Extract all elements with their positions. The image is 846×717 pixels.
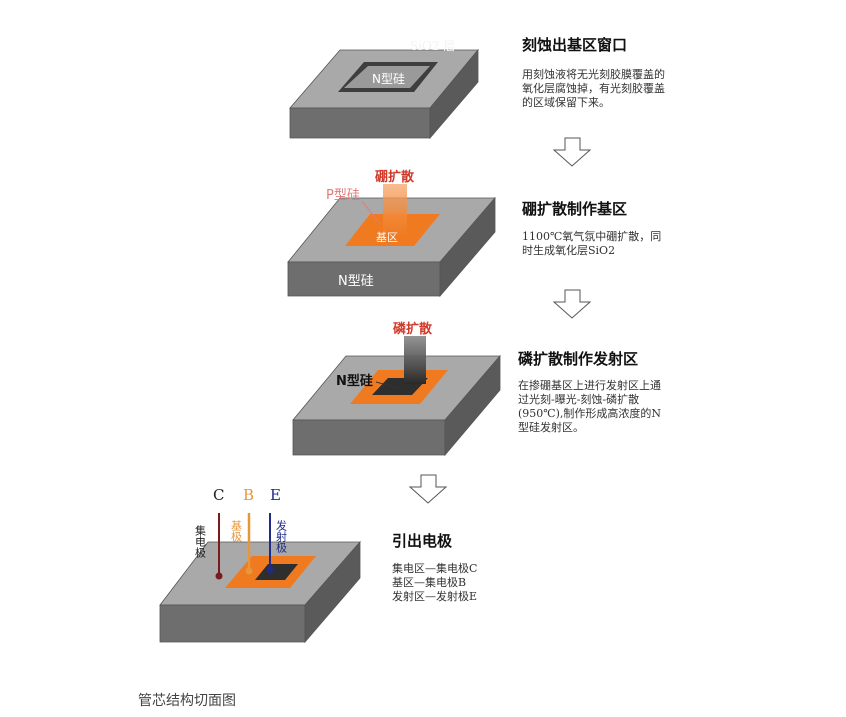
emitter-letter: E [270, 486, 281, 504]
step4-emitter-region [255, 564, 298, 580]
emitter-label: 发射极 [275, 519, 288, 554]
step4-block: C 集电极 B 基极 E 发射极 [159, 486, 361, 644]
step2-n-silicon-label: N型硅 [338, 274, 374, 289]
step1-block: SiO2 层 N型硅 [289, 39, 479, 140]
step3-title: 磷扩散制作发射区 [518, 350, 639, 368]
step2-description: 1100℃氧气氛中硼扩散，同时生成氧化层SiO2 [522, 230, 662, 257]
base-contact [245, 567, 253, 575]
collector-letter: C [213, 486, 224, 504]
step1-oxide-label: SiO2 层 [410, 39, 455, 53]
boron-beam [383, 184, 407, 236]
step2-title: 硼扩散制作基区 [522, 200, 628, 218]
base-label: 基极 [230, 520, 243, 543]
down-arrow-icon [408, 474, 448, 504]
step4-line-emitter: 发射区—发射极E [392, 590, 478, 603]
collector-label: 集电极 [194, 524, 207, 559]
step3-block: 磷扩散 N型硅 [292, 321, 501, 457]
emitter-contact [266, 566, 274, 574]
figure-caption: 管芯结构切面图 [138, 693, 236, 709]
down-arrow-icon [552, 289, 592, 319]
down-arrow-icon [552, 137, 592, 167]
step2-p-silicon-label: P型硅 [326, 188, 360, 203]
step4-line-collector: 集电区—集电极C [392, 562, 478, 575]
step4-description: 集电区—集电极C 基区—集电极B 发射区—发射极E [392, 562, 542, 604]
step4-line-base: 基区—集电极B [392, 576, 467, 589]
step2-base-label: 基区 [376, 231, 398, 244]
step3-description: 在掺硼基区上进行发射区上通过光刻-曝光-刻蚀-磷扩散(950℃),制作形成高浓度… [518, 379, 662, 434]
step2-diffusion-label: 硼扩散 [375, 169, 415, 185]
phosphorus-beam [404, 336, 426, 384]
step2-block: 硼扩散 P型硅 基区 N型硅 [287, 169, 496, 298]
step1-description: 用刻蚀液将无光刻胶膜覆盖的氧化层腐蚀掉，有光刻胶覆盖的区域保留下来。 [522, 68, 665, 109]
step3-diffusion-label: 磷扩散 [393, 321, 433, 337]
step1-title: 刻蚀出基区窗口 [522, 36, 628, 54]
base-letter: B [243, 486, 254, 504]
step3-n-silicon-label: N型硅 [336, 373, 373, 389]
step4-title: 引出电极 [392, 532, 453, 550]
step1-window-label: N型硅 [372, 72, 405, 86]
collector-contact [215, 572, 223, 580]
